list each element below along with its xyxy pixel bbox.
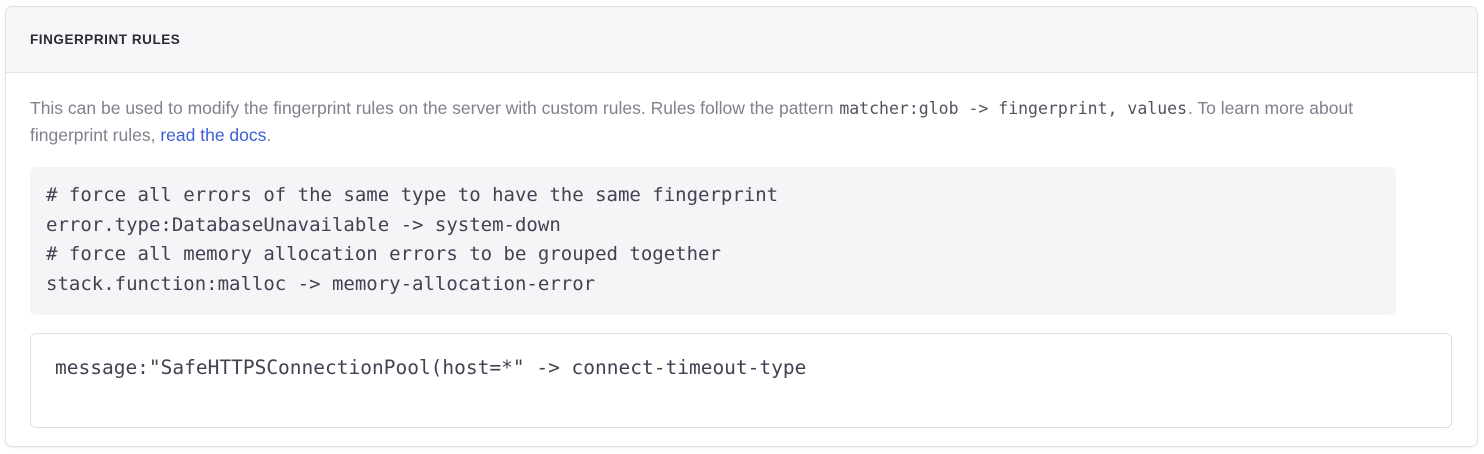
panel-description: This can be used to modify the fingerpri… — [30, 95, 1375, 149]
read-the-docs-link[interactable]: read the docs — [160, 125, 267, 145]
description-trailing-period: . — [266, 125, 272, 145]
fingerprint-rules-panel: FINGERPRINT RULES This can be used to mo… — [5, 6, 1478, 447]
inline-code-pattern: matcher:glob -> fingerprint, values — [839, 99, 1187, 118]
panel-header: FINGERPRINT RULES — [6, 7, 1477, 73]
description-text-before: This can be used to modify the fingerpri… — [30, 98, 839, 118]
example-code-block: # force all errors of the same type to h… — [30, 167, 1396, 315]
example-code-text: # force all errors of the same type to h… — [46, 184, 779, 295]
panel-body: This can be used to modify the fingerpri… — [6, 73, 1477, 428]
description-text-after: . To learn more about fingerprint rules, — [30, 98, 1354, 145]
page-title: FINGERPRINT RULES — [30, 31, 181, 47]
fingerprint-rules-input[interactable] — [30, 333, 1452, 428]
